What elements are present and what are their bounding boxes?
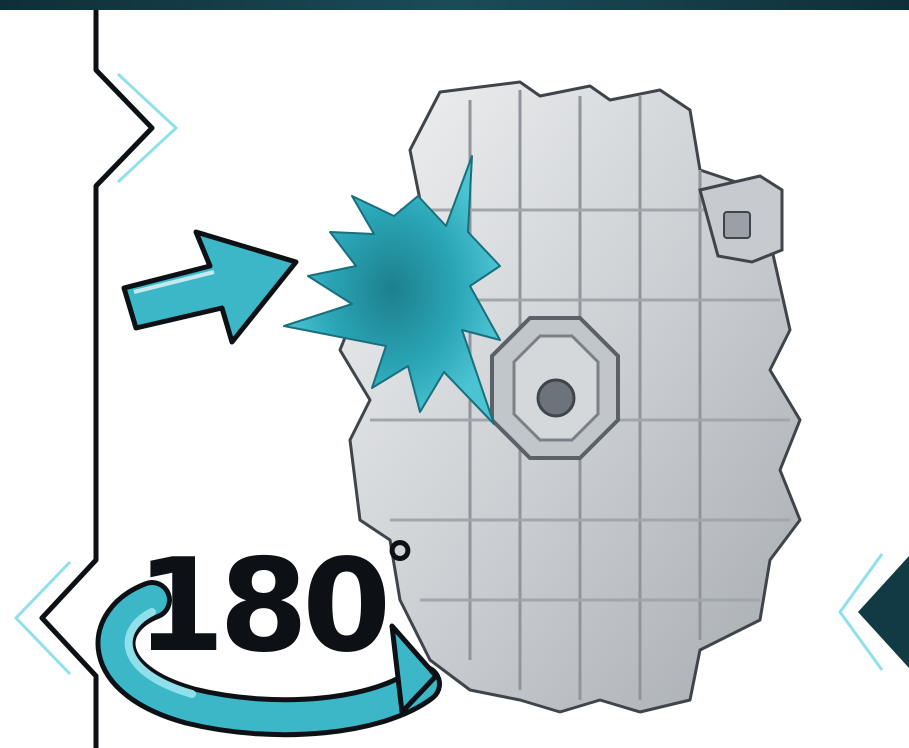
wall-block-icon	[340, 82, 800, 712]
top-band	[0, 0, 909, 10]
rotation-number: 180	[136, 532, 385, 681]
arrow-right-icon	[124, 232, 296, 342]
rotation-degree-symbol: °	[384, 530, 416, 604]
right-notch	[840, 554, 909, 670]
rotation-label: 180 °	[136, 530, 416, 681]
